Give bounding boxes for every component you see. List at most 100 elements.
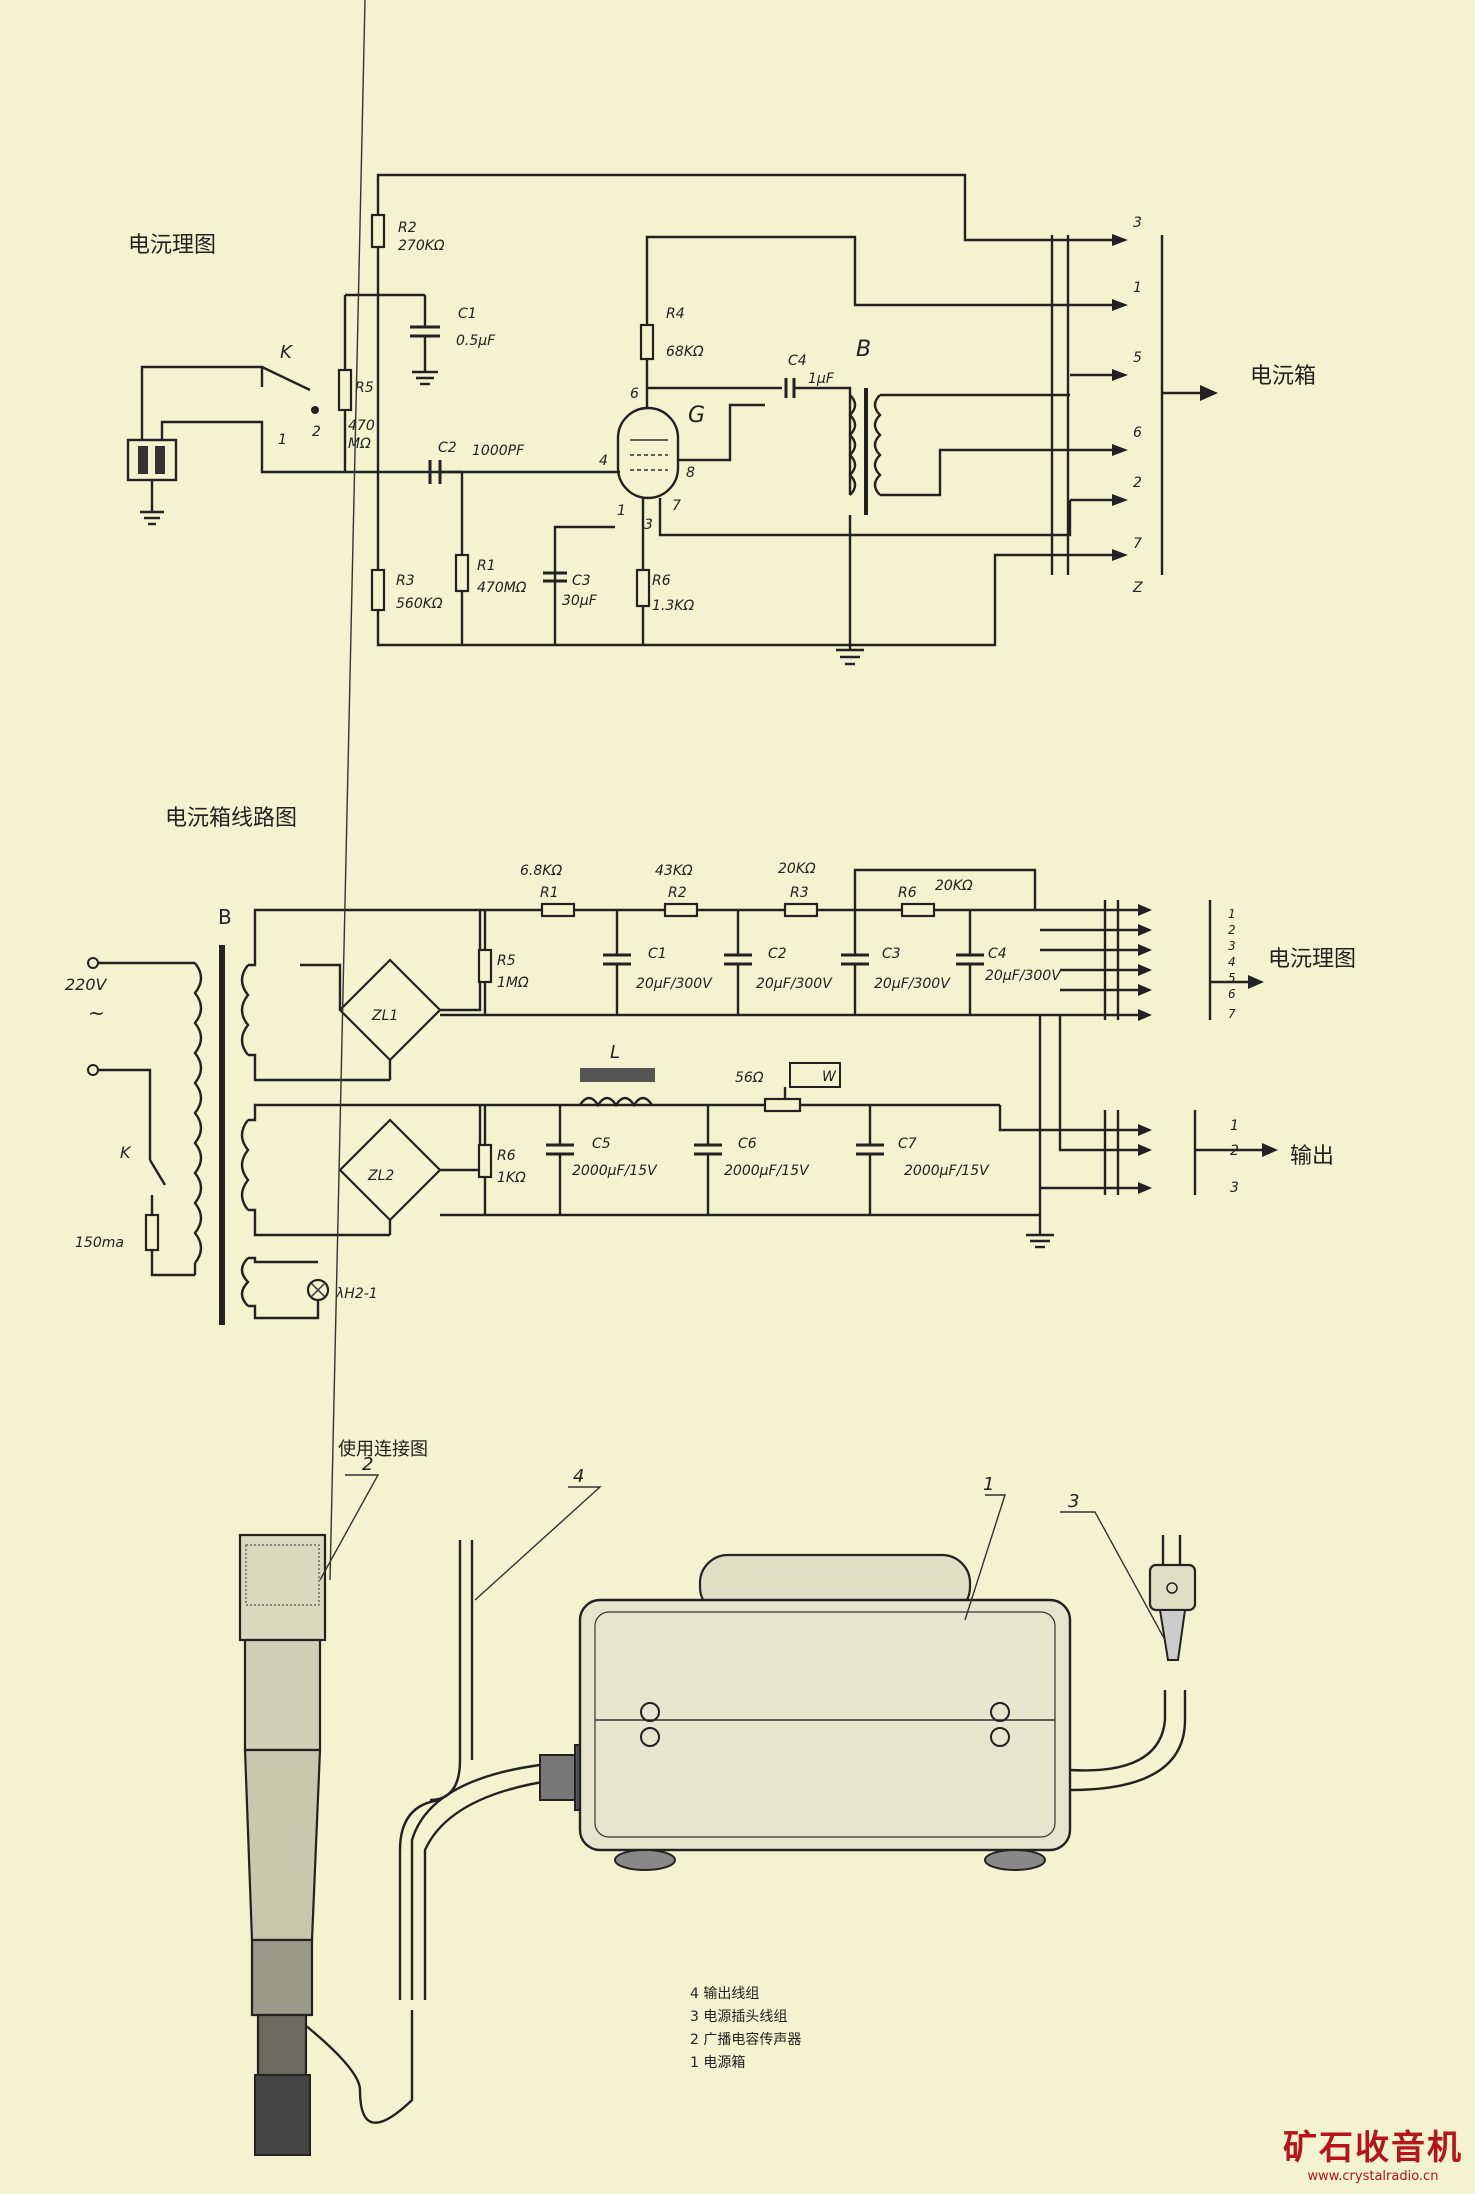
- svg-text:1 电源箱: 1 电源箱: [690, 2055, 745, 2071]
- inductor-core: [580, 1068, 655, 1082]
- power-box-icon: [578, 1553, 1072, 1871]
- svg-text:6: 6: [1133, 425, 1142, 441]
- mic-capsule-icon: [126, 438, 178, 482]
- svg-text:3: 3: [1228, 939, 1236, 953]
- svg-text:7: 7: [672, 498, 681, 514]
- svg-text:1KΩ: 1KΩ: [497, 1170, 526, 1186]
- svg-text:4: 4: [1228, 955, 1236, 969]
- svg-text:220V: 220V: [65, 975, 108, 994]
- power-cable-3: [1069, 1690, 1167, 1772]
- parts-legend: 4 输出线组 3 电源插头线组 2 广播电容传声器 1 电源箱: [690, 1986, 801, 2071]
- resistor-r4: [639, 323, 655, 361]
- svg-text:R1: R1: [540, 885, 559, 901]
- svg-text:470: 470: [348, 418, 375, 434]
- svg-text:2 广播电容传声器: 2 广播电容传声器: [690, 2031, 801, 2048]
- svg-text:560KΩ: 560KΩ: [396, 596, 443, 612]
- svg-text:B: B: [218, 905, 232, 929]
- svg-text:2: 2: [312, 424, 321, 440]
- svg-text:C2: C2: [438, 440, 457, 456]
- svg-text:L: L: [610, 1042, 620, 1063]
- svg-text:68KΩ: 68KΩ: [666, 344, 704, 360]
- resistor-r6: [635, 568, 651, 608]
- transformer-icon: [848, 394, 857, 496]
- switch-k2: [148, 1159, 167, 1186]
- arrow-right-icon: [1248, 975, 1264, 989]
- capacitor-c5: [546, 1105, 574, 1215]
- svg-text:3 电源插头线组: 3 电源插头线组: [690, 2009, 787, 2025]
- svg-text:6: 6: [1228, 987, 1236, 1001]
- svg-text:1: 1: [983, 1474, 994, 1495]
- svg-text:43KΩ: 43KΩ: [655, 863, 693, 879]
- svg-text:C6: C6: [738, 1136, 757, 1152]
- svg-text:2000μF/15V: 2000μF/15V: [724, 1163, 810, 1179]
- capacitor-c2: [724, 910, 752, 1015]
- arrow-right-icon: [1262, 1143, 1278, 1157]
- svg-text:ZL1: ZL1: [371, 1008, 398, 1024]
- resistor-r3: [370, 568, 386, 612]
- svg-text:1MΩ: 1MΩ: [497, 975, 529, 991]
- svg-text:3: 3: [1133, 215, 1142, 231]
- svg-text:1: 1: [1133, 280, 1142, 296]
- meter-w: [789, 1062, 841, 1088]
- svg-text:0.5μF: 0.5μF: [456, 333, 496, 349]
- svg-text:W: W: [822, 1069, 837, 1085]
- svg-text:Z: Z: [1132, 580, 1143, 596]
- svg-text:1: 1: [278, 432, 287, 448]
- lamp-icon: [306, 1278, 330, 1302]
- svg-text:20μF/300V: 20μF/300V: [756, 976, 833, 992]
- svg-text:R2: R2: [668, 885, 687, 901]
- capacitor-c7: [856, 1105, 884, 1215]
- resistor-n6: [477, 1143, 493, 1179]
- svg-text:R4: R4: [666, 306, 685, 322]
- section1-title: 电沅理图: [128, 233, 216, 258]
- watermark-url: www.crystalradio.cn: [1307, 2169, 1439, 2184]
- svg-text:1000PF: 1000PF: [472, 443, 525, 459]
- svg-text:R6: R6: [898, 885, 917, 901]
- svg-text:5: 5: [1133, 350, 1142, 366]
- svg-text:C5: C5: [592, 1136, 611, 1152]
- mic-circuit: R2 270KΩ R5 470 MΩ C1 0.5μF K 1 2: [126, 173, 1164, 666]
- svg-text:3: 3: [1068, 1491, 1079, 1512]
- svg-text:C4: C4: [788, 353, 807, 369]
- power-plug-icon: [1148, 1535, 1197, 1661]
- resistor-r5: [337, 368, 353, 412]
- svg-text:~: ~: [88, 1001, 105, 1025]
- svg-text:C7: C7: [898, 1136, 917, 1152]
- section1-output-label: 电沅箱: [1250, 364, 1316, 389]
- resistor-r2: [370, 213, 386, 249]
- capacitor-c3: [841, 910, 869, 1015]
- svg-text:20μF/300V: 20μF/300V: [985, 968, 1062, 984]
- svg-text:30μF: 30μF: [562, 593, 598, 609]
- resistor-r1: [540, 902, 576, 918]
- svg-text:1: 1: [617, 503, 626, 519]
- svg-text:7: 7: [1228, 1007, 1236, 1021]
- svg-text:R6: R6: [652, 573, 671, 589]
- svg-text:1: 1: [1230, 1118, 1239, 1134]
- capacitor-c4: [956, 910, 984, 1015]
- svg-text:5: 5: [1228, 971, 1236, 985]
- svg-text:1: 1: [1228, 907, 1236, 921]
- fuse-icon: [144, 1213, 160, 1252]
- svg-text:2: 2: [1133, 475, 1142, 491]
- svg-text:R6: R6: [497, 1148, 516, 1164]
- svg-text:R3: R3: [396, 573, 415, 589]
- svg-text:8: 8: [686, 465, 695, 481]
- svg-text:C3: C3: [572, 573, 591, 589]
- svg-text:3: 3: [644, 517, 653, 533]
- svg-text:K: K: [280, 342, 293, 363]
- svg-text:4: 4: [573, 1466, 584, 1487]
- resistor-r1: [454, 553, 470, 593]
- arrow-right-icon: [1200, 385, 1218, 401]
- svg-text:3: 3: [1230, 1180, 1239, 1196]
- inductor-l: [578, 1096, 654, 1108]
- svg-text:4: 4: [599, 453, 608, 469]
- svg-text:7: 7: [1133, 536, 1142, 552]
- svg-text:6.8KΩ: 6.8KΩ: [520, 863, 562, 879]
- cable-plug-icon: [539, 1754, 581, 1801]
- svg-text:20KΩ: 20KΩ: [935, 878, 973, 894]
- svg-text:470MΩ: 470MΩ: [477, 580, 527, 596]
- svg-text:1.3KΩ: 1.3KΩ: [652, 598, 694, 614]
- svg-text:G: G: [688, 403, 705, 428]
- power-supply-circuit: B 220V ~ K 150ma ZL1 6.8KΩ R1 43KΩ R2 20: [65, 861, 1356, 1325]
